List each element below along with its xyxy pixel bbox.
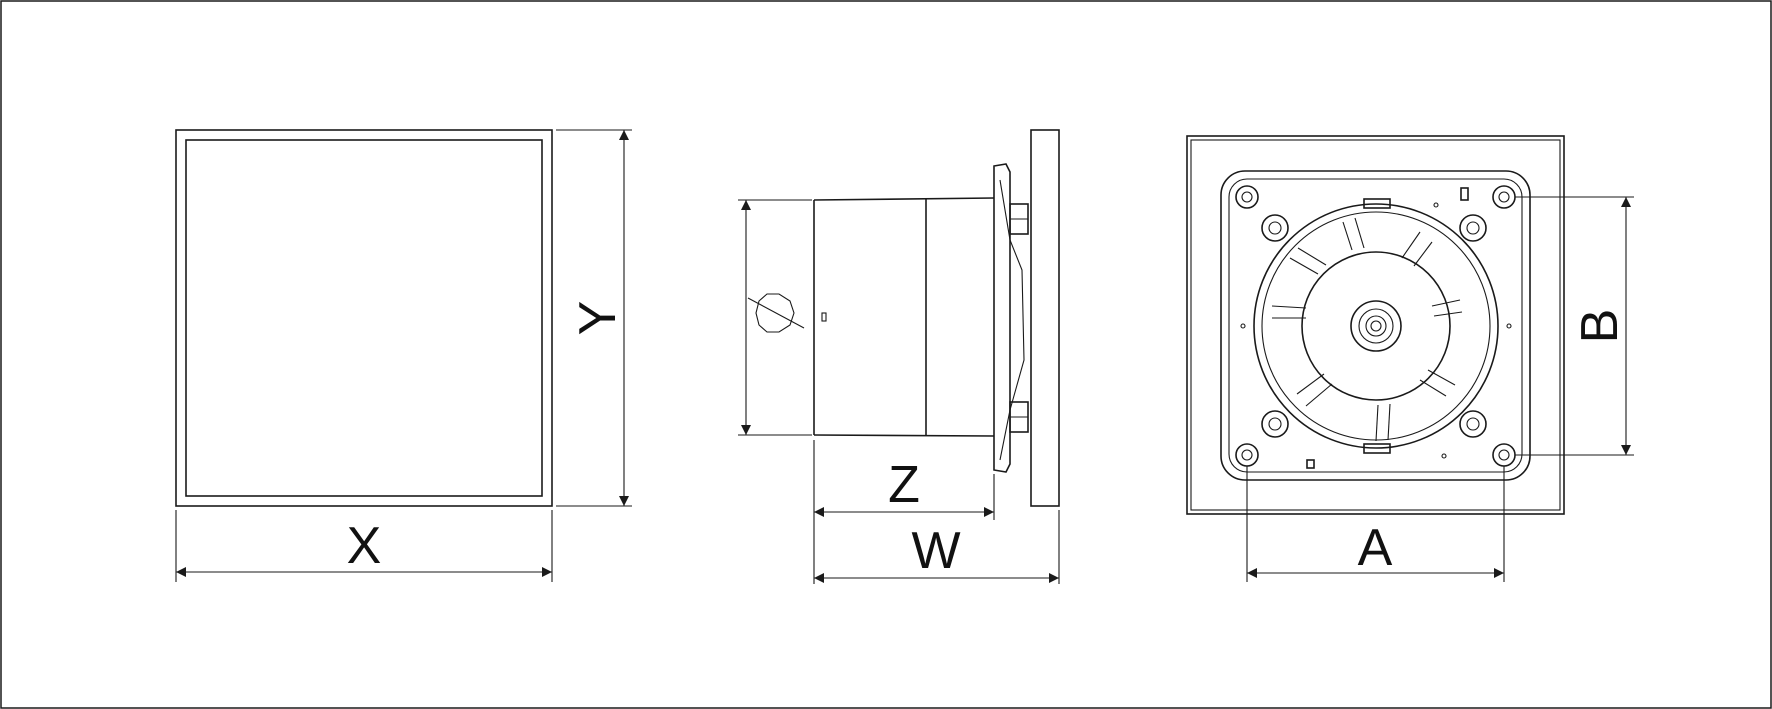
flange-profile [999, 179, 1025, 461]
front-panel-edge [1030, 129, 1060, 507]
rear-panel-outer [1186, 135, 1565, 515]
diameter-symbol-circle [755, 293, 795, 333]
motor-cap-ring [1358, 308, 1394, 344]
dot-left [1240, 323, 1246, 329]
mounting-lug-bottom-right [1459, 410, 1487, 438]
dot-right [1506, 323, 1512, 329]
mounting-lug-bottom-left [1261, 410, 1289, 438]
rear-panel-inner [1190, 139, 1561, 511]
fan-housing-outer [1253, 203, 1499, 449]
duct-bottom [813, 434, 995, 437]
mounting-plate-inner [1228, 178, 1523, 473]
front-panel-inner [185, 139, 543, 497]
b-dimension-label: B [1571, 309, 1629, 344]
rear-view: A B [1186, 135, 1634, 582]
motor-hub [1301, 251, 1451, 401]
w-dimension-label: W [911, 522, 960, 580]
duct-top [813, 197, 995, 201]
z-dimension-label: Z [888, 456, 920, 514]
front-view: X Y [175, 129, 632, 582]
motor-shaft-ring [1365, 315, 1387, 337]
dot-top [1433, 202, 1439, 208]
motor-shaft [1370, 320, 1382, 332]
fan-housing-inner [1261, 211, 1491, 441]
screw-hole-top-left [1235, 185, 1259, 209]
mounting-plate-outer [1220, 170, 1531, 481]
mounting-lug-top-left [1261, 214, 1289, 242]
fan-blades [1271, 217, 1463, 442]
duct-indicator [821, 312, 827, 322]
front-panel-outer [175, 129, 553, 507]
screw-hole-bottom-right [1492, 443, 1516, 467]
housing-tab-top [1363, 198, 1391, 209]
screw-hole-bottom-left [1235, 443, 1259, 467]
motor-cap-outer [1350, 300, 1402, 352]
indicator-bottom [1306, 459, 1315, 469]
mounting-flange [993, 163, 1011, 473]
x-dimension-label: X [347, 517, 382, 575]
screw-hole-top-right [1492, 185, 1516, 209]
dot-bottom [1441, 453, 1447, 459]
a-dimension-label: A [1358, 519, 1393, 577]
indicator-top [1460, 187, 1469, 201]
side-view: Z W [738, 129, 1060, 584]
mounting-lug-top-right [1459, 214, 1487, 242]
diameter-symbol-slash [747, 297, 805, 329]
y-dimension-label: Y [569, 301, 627, 336]
housing-tab-bottom [1363, 443, 1391, 454]
